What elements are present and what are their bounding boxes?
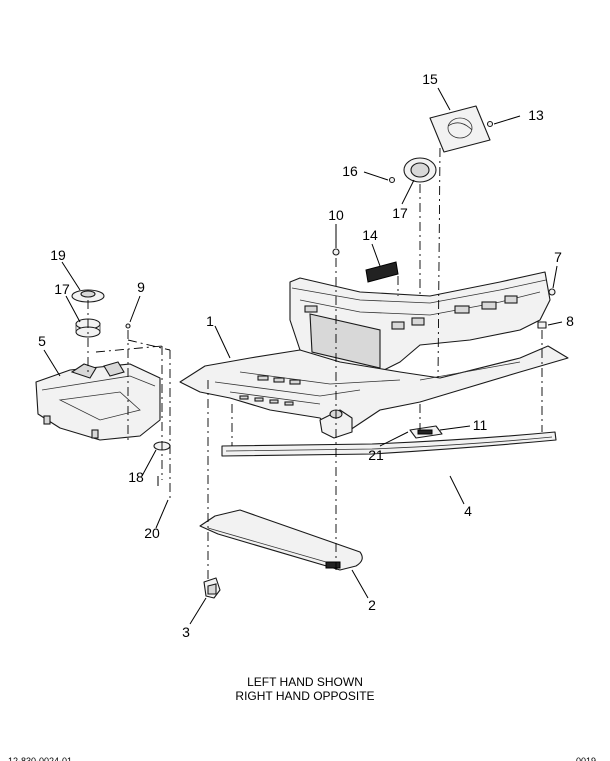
part-16-screw <box>388 176 396 184</box>
leader-lines <box>43 87 563 625</box>
callout-19: 19 <box>50 247 66 263</box>
callout-21: 21 <box>368 447 384 463</box>
callout-16: 16 <box>342 163 358 179</box>
callout-5: 5 <box>38 333 46 349</box>
part-13-screw <box>486 120 494 128</box>
callout-4: 4 <box>464 503 472 519</box>
callout-17-left: 17 <box>54 281 70 297</box>
callout-11: 11 <box>473 417 488 433</box>
callout-14: 14 <box>362 227 378 243</box>
part-1-trim-panel <box>179 271 569 439</box>
part-5-storage-bin <box>35 361 161 441</box>
callout-10: 10 <box>328 207 344 223</box>
part-10-fastener <box>332 248 340 256</box>
part-17-grommet-upper <box>403 157 437 183</box>
part-19-cap <box>71 289 105 303</box>
wall-slots <box>304 295 518 330</box>
part-3-clip <box>203 577 221 599</box>
alignment-lines <box>87 147 543 580</box>
callout-2: 2 <box>368 597 376 613</box>
part-14-pad <box>365 261 399 283</box>
caption-line-1: LEFT HAND SHOWN <box>247 675 363 689</box>
caption-line-2: RIGHT HAND OPPOSITE <box>235 689 374 703</box>
part-8-fastener <box>537 321 547 329</box>
part-15-bracket <box>429 105 491 153</box>
callout-labels: 1 2 3 4 5 7 8 9 10 11 13 14 15 16 17 17 … <box>38 71 574 640</box>
part-7-fastener <box>548 288 556 296</box>
callout-8: 8 <box>566 313 574 329</box>
callout-17-upper: 17 <box>392 205 408 221</box>
callout-7: 7 <box>554 249 562 265</box>
part-4-seal-strip <box>221 431 557 457</box>
footer-left: 12-830-0024-01 <box>8 756 72 761</box>
callout-13: 13 <box>528 107 544 123</box>
part-9-pin <box>125 323 131 329</box>
part-11-switch <box>409 425 443 439</box>
callout-18: 18 <box>128 469 144 485</box>
part-2-floor-mat <box>199 509 363 571</box>
callout-20: 20 <box>144 525 160 541</box>
floor-slots <box>239 375 301 406</box>
callout-3: 3 <box>182 624 190 640</box>
callout-1: 1 <box>206 313 214 329</box>
callout-9: 9 <box>137 279 145 295</box>
footer-right: 0019 <box>576 756 596 761</box>
fasteners <box>125 120 556 486</box>
callout-15: 15 <box>422 71 438 87</box>
